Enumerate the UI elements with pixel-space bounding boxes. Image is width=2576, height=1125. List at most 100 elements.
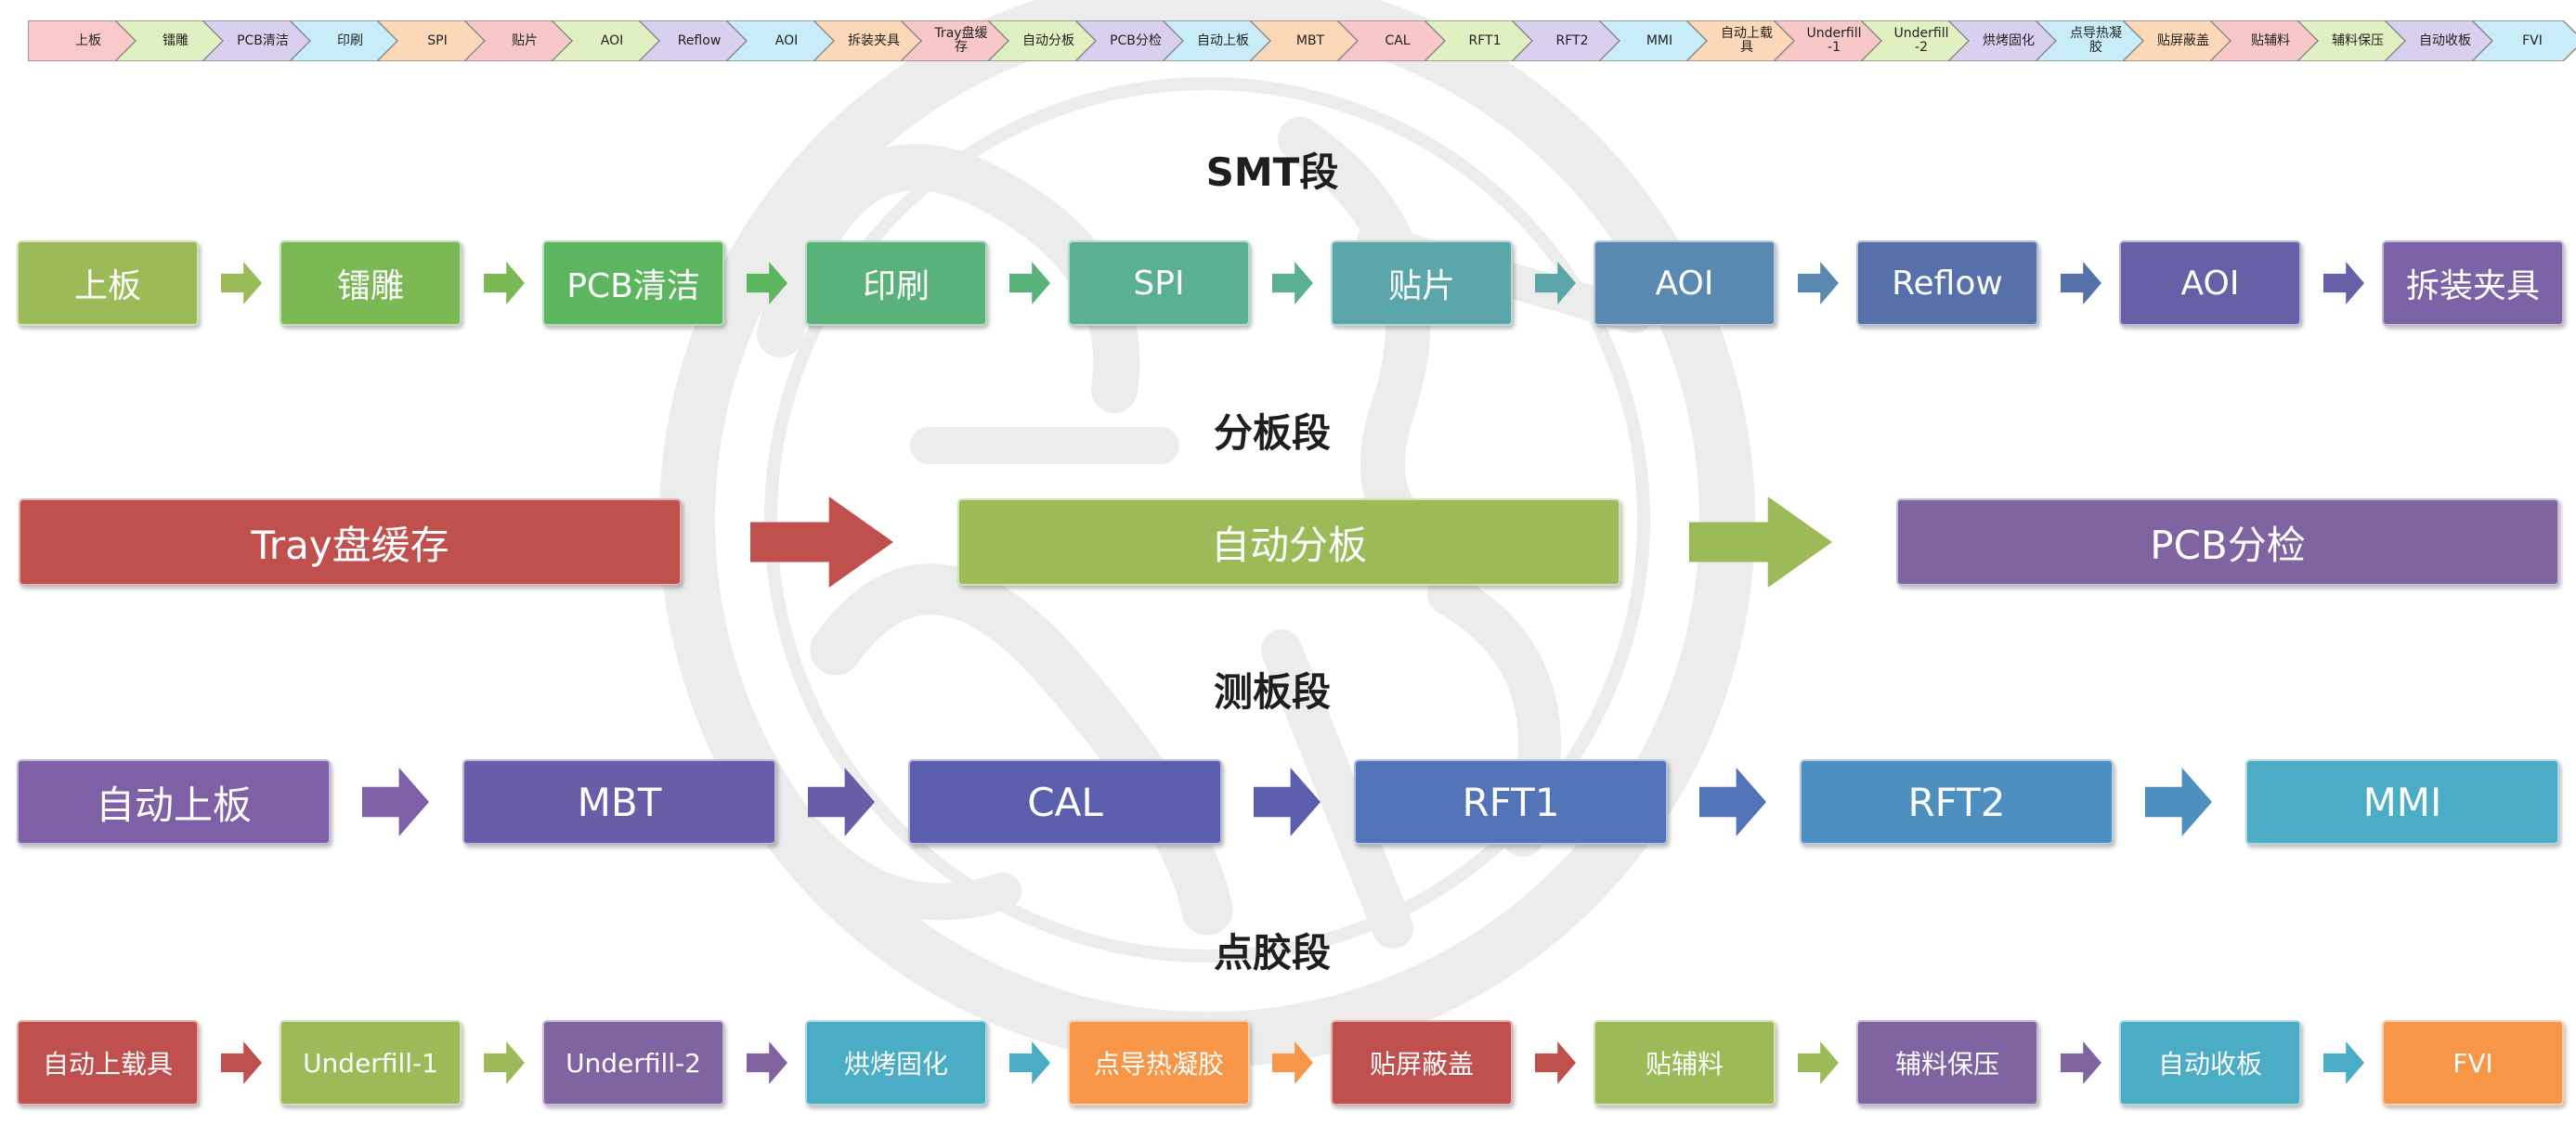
strip-step: 印刷	[290, 20, 403, 61]
strip-step-label: AOI	[774, 32, 799, 48]
split-arrow	[1689, 497, 1832, 588]
split-arrow	[750, 497, 893, 588]
smt-step-label: 印刷	[862, 267, 930, 305]
smt-arrow	[1798, 262, 1839, 304]
smt-step-box: SPI	[1068, 240, 1250, 326]
strip-step-label: 自动收板	[2419, 32, 2471, 48]
strip-step-label: SPI	[427, 32, 448, 48]
smt-arrow	[1272, 262, 1313, 304]
test-step-box: CAL	[908, 759, 1222, 845]
smt-step-box: AOI	[2119, 240, 2301, 326]
strip-step: Tray盘缓存	[901, 20, 1014, 61]
smt-step-label: 拆装夹具	[2405, 267, 2540, 305]
smt-step-box: 上板	[17, 240, 199, 326]
strip-step: 自动上板	[1163, 20, 1276, 61]
strip-step-label: PCB分检	[1110, 32, 1162, 48]
strip-step-label: MBT	[1295, 32, 1325, 48]
strip-step-label: RFT1	[1468, 32, 1502, 48]
smt-step-label: SPI	[1133, 264, 1185, 303]
strip-step: Reflow	[639, 20, 752, 61]
glue-step-box: 贴屏蔽盖	[1331, 1020, 1513, 1106]
strip-step-label: 印刷	[337, 32, 363, 48]
strip-step: 点导热凝胶	[2036, 20, 2149, 61]
test-arrow	[1699, 768, 1766, 836]
smt-step-box: AOI	[1594, 240, 1776, 326]
glue-step-label: Underfill-2	[566, 1047, 701, 1079]
strip-step-label: 点导热凝胶	[2070, 26, 2122, 55]
section-title-split: 分板段	[1213, 410, 1331, 456]
strip-step-label: 自动分板	[1022, 32, 1074, 48]
glue-step-label: Underfill-1	[303, 1047, 438, 1079]
strip-step: PCB分检	[1075, 20, 1189, 61]
strip-step: AOI	[552, 20, 665, 61]
glue-step-box: 辅料保压	[1856, 1020, 2038, 1106]
smt-step-box: 贴片	[1331, 240, 1513, 326]
smt-step-label: PCB清洁	[566, 267, 700, 305]
strip-step: FVI	[2472, 20, 2576, 61]
strip-step: 自动分板	[988, 20, 1101, 61]
strip-step: MBT	[1250, 20, 1363, 61]
smt-step-box: 印刷	[805, 240, 987, 326]
strip-step-label: Underfill-1	[1806, 26, 1862, 55]
glue-arrow	[1798, 1041, 1839, 1084]
glue-step-box: 烘烤固化	[805, 1020, 987, 1106]
glue-step-label: 贴辅料	[1645, 1049, 1724, 1080]
smt-arrow	[2323, 262, 2364, 304]
smt-arrow	[747, 262, 787, 304]
glue-step-box: 点导热凝胶	[1068, 1020, 1250, 1106]
test-step-box: MBT	[462, 759, 776, 845]
smt-step-box: 拆装夹具	[2382, 240, 2564, 326]
test-arrow	[808, 768, 875, 836]
test-arrow	[1254, 768, 1321, 836]
strip-step: SPI	[377, 20, 490, 61]
glue-step-box: 自动上载具	[17, 1020, 199, 1106]
glue-arrow	[2061, 1041, 2101, 1084]
glue-step-box: Underfill-1	[280, 1020, 462, 1106]
strip-step-label: CAL	[1385, 32, 1411, 48]
smt-step-box: PCB清洁	[542, 240, 724, 326]
smt-step-box: 镭雕	[280, 240, 462, 326]
strip-step: Underfill-2	[1861, 20, 1974, 61]
glue-arrow	[484, 1041, 525, 1084]
strip-step-label: 镭雕	[163, 32, 189, 48]
strip-step-label: Underfill-2	[1893, 26, 1949, 55]
test-step-label: MMI	[2362, 779, 2442, 825]
test-step-box: RFT1	[1354, 759, 1668, 845]
strip-step: 贴屏蔽盖	[2123, 20, 2236, 61]
smt-step-label: 上板	[73, 267, 141, 305]
strip-step-label: 自动上板	[1197, 32, 1249, 48]
strip-step: RFT2	[1512, 20, 1625, 61]
glue-step-label: 贴屏蔽盖	[1369, 1049, 1474, 1080]
split-step-label: PCB分检	[2150, 522, 2306, 568]
glue-arrow	[1272, 1041, 1313, 1084]
test-step-label: RFT2	[1907, 779, 2006, 825]
strip-step-label: 贴辅料	[2251, 32, 2290, 48]
strip-step-label: 拆装夹具	[848, 32, 900, 48]
glue-arrow	[747, 1041, 787, 1084]
strip-step: 烘烤固化	[1948, 20, 2062, 61]
smt-arrow	[1009, 262, 1050, 304]
smt-arrow	[1535, 262, 1576, 304]
smt-step-label: Reflow	[1892, 264, 2003, 303]
strip-step: 拆装夹具	[813, 20, 927, 61]
strip-step: 自动上载具	[1686, 20, 1800, 61]
split-step-box: PCB分检	[1896, 498, 2559, 586]
smt-step-label: 镭雕	[336, 267, 404, 305]
test-arrow	[362, 768, 429, 836]
strip-step-label: Tray盘缓存	[934, 26, 988, 55]
strip-step: 贴辅料	[2210, 20, 2323, 61]
glue-step-label: 辅料保压	[1894, 1049, 1999, 1080]
strip-step-label: AOI	[600, 32, 624, 48]
test-arrow	[2145, 768, 2212, 836]
strip-step: AOI	[726, 20, 839, 61]
split-step-box: Tray盘缓存	[19, 498, 682, 586]
glue-arrow	[2323, 1041, 2364, 1084]
glue-step-box: 自动收板	[2119, 1020, 2301, 1106]
strip-step: MMI	[1599, 20, 1712, 61]
strip-step: CAL	[1337, 20, 1451, 61]
split-step-label: 自动分板	[1210, 522, 1367, 568]
glue-step-box: 贴辅料	[1594, 1020, 1776, 1106]
test-step-box: 自动上板	[17, 759, 331, 845]
split-step-box: 自动分板	[957, 498, 1620, 586]
strip-step-label: RFT2	[1555, 32, 1589, 48]
